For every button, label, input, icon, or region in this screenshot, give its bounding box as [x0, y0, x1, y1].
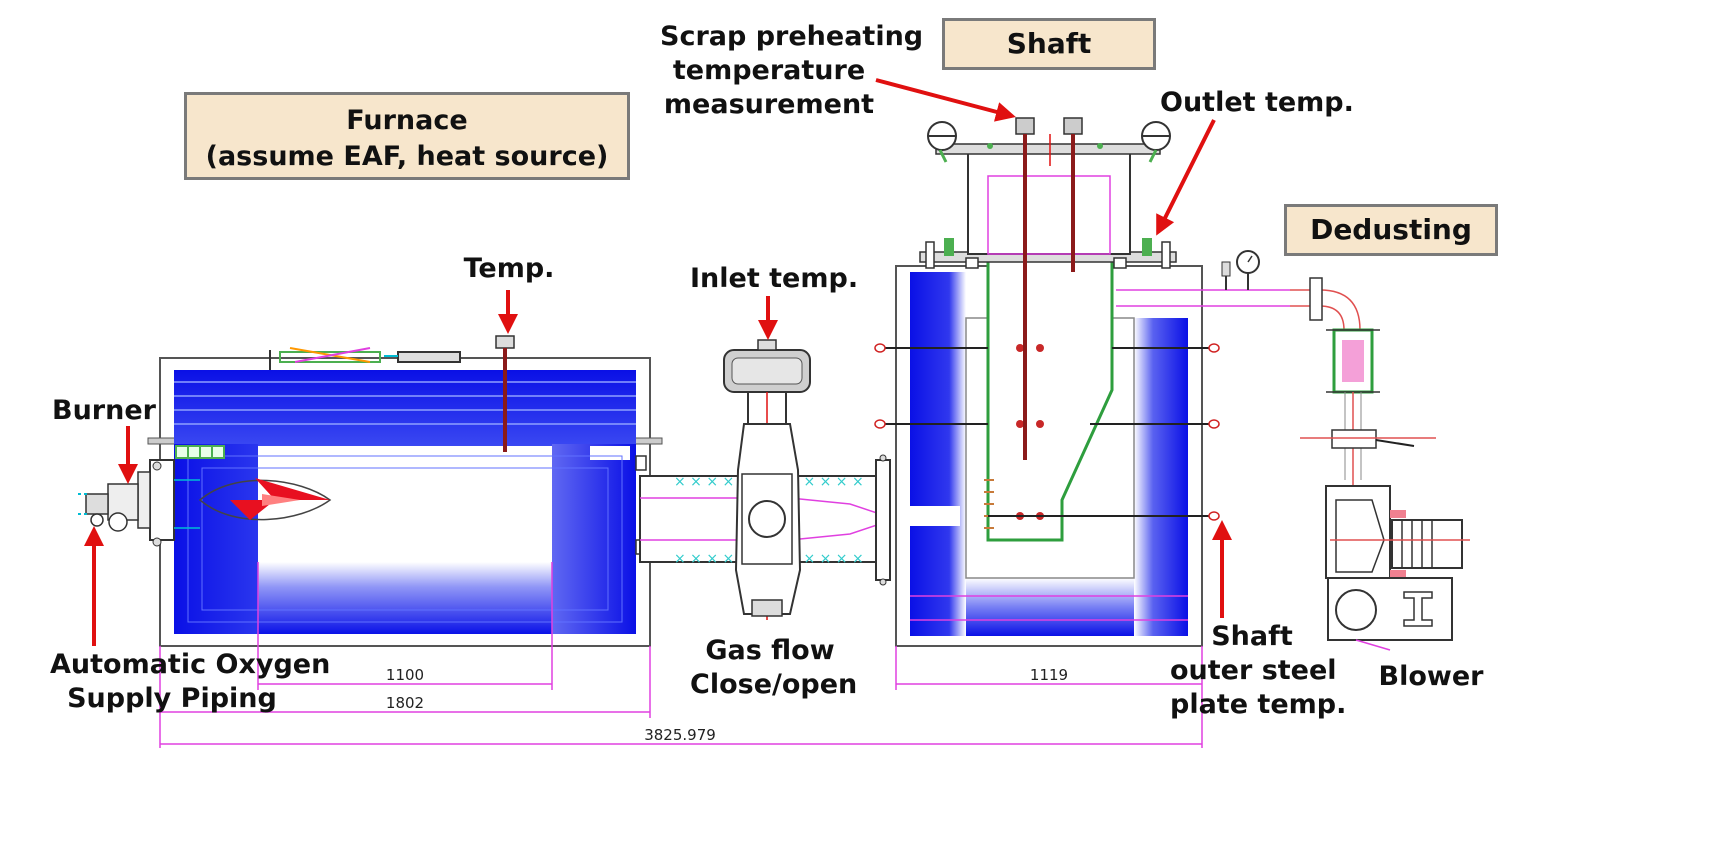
outlet-temp-arrow	[1156, 119, 1216, 236]
shaft-refractory-bottom	[966, 578, 1134, 636]
dimension-1100: 1100	[385, 666, 425, 684]
dimension-1802: 1802	[385, 694, 425, 712]
burner-flame-inner	[262, 494, 300, 506]
furnace-refractory-left	[174, 444, 258, 634]
furnace-top-fittings	[269, 347, 461, 370]
dimension-1119: 1119	[1029, 666, 1069, 684]
dedusting-system	[1221, 250, 1470, 651]
scrap-preheating-label: Scrap preheating temperature measurement	[660, 21, 924, 120]
scrap-preheating-arrow	[875, 78, 1016, 122]
lifting-lugs	[927, 121, 1171, 151]
shaft-label-box: Shaft	[942, 18, 1156, 70]
furnace-label-box: Furnace (assume EAF, heat source)	[184, 92, 630, 180]
furnace-refractory-right	[552, 444, 636, 634]
burner-assembly	[78, 459, 200, 547]
dedusting-label-box: Dedusting	[1284, 204, 1498, 256]
shaft-tie-rods	[884, 347, 1210, 517]
furnace-chamber	[258, 446, 552, 562]
blower-motor	[1391, 519, 1463, 569]
furnace-label-line1: Furnace	[346, 105, 468, 136]
burner-label: Burner	[52, 395, 156, 426]
gas-flow-label: Gas flow Close/open	[690, 635, 858, 700]
outlet-temp-label: Outlet temp.	[1160, 87, 1354, 118]
oxygen-supply-label: Automatic Oxygen Supply Piping	[50, 649, 331, 714]
furnace	[147, 335, 663, 647]
scrap-thermocouples	[1015, 117, 1083, 460]
temp-label: Temp.	[463, 253, 555, 284]
furnace-label-line2: (assume EAF, heat source)	[205, 141, 609, 172]
shaft	[874, 117, 1290, 647]
butterfly-valve	[723, 339, 811, 620]
shaft-plate-temp-label: Shaft outer steel plate temp.	[1170, 621, 1347, 720]
shaft-hood	[967, 149, 1131, 255]
blower-label: Blower	[1378, 661, 1484, 692]
furnace-tap-hole	[590, 446, 630, 460]
shaft-refractory-right	[1134, 318, 1188, 636]
callout-arrows	[84, 78, 1232, 646]
dimension-3825: 3825.979	[644, 726, 716, 744]
furnace-thermocouple	[495, 335, 515, 452]
furnace-refractory-bottom	[258, 562, 552, 634]
dimension-lines	[159, 562, 1203, 748]
furnace-wall-layers	[187, 455, 623, 623]
inlet-temp-label: Inlet temp.	[690, 263, 859, 294]
outlet-pressure-gauge	[1221, 250, 1260, 290]
shaft-label: Shaft	[1006, 27, 1092, 60]
green-port-block	[175, 445, 225, 459]
dedusting-label: Dedusting	[1310, 213, 1472, 246]
shaft-refractory-left	[910, 272, 966, 636]
